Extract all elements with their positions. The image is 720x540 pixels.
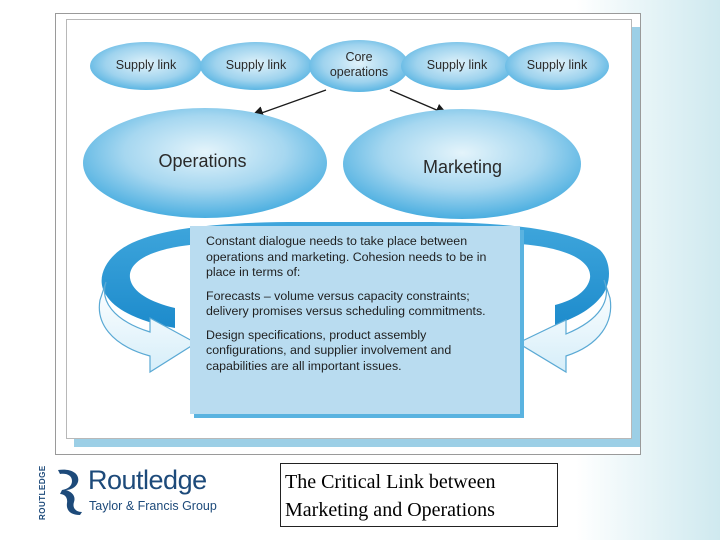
box-paragraph: Forecasts – volume versus capacity const… [206,288,486,319]
operations-label: Operations [158,151,247,171]
supply-link-ellipse [401,42,513,90]
arrow-core-to-operations [250,89,327,119]
caption-line-1: The Critical Link between [285,471,496,493]
box-paragraph: Design specifications, product assembly … [206,327,452,373]
marketing-ellipse [343,109,581,219]
supply-link-label: Supply link [526,58,588,72]
core-line-2: operations [329,65,389,79]
supply-link-label: Supply link [426,58,488,72]
supply-link-ellipse [505,42,609,90]
core-operations-ellipse [309,40,409,92]
cohesion-text-box: Constant dialogue needs to take place be… [190,226,520,414]
routledge-r-icon [58,469,82,515]
core-line-1: Core [345,50,373,64]
logo-subtitle: Taylor & Francis Group [89,499,217,513]
logo-vertical-text: ROUTLEDGE [38,465,47,520]
left-cycle-arrow [98,281,198,374]
box-paragraph: Constant dialogue needs to take place be… [206,234,487,279]
arrow-core-to-marketing [389,89,449,116]
supply-link-ellipse [200,42,312,90]
logo-name: Routledge [88,465,207,495]
right-cycle-arrow [516,279,612,374]
supply-link-label: Supply link [225,58,287,72]
supply-link-label: Supply link [115,58,177,72]
operations-ellipse [83,108,327,218]
routledge-logo: ROUTLEDGE Routledge Taylor & Francis Gro… [38,462,238,522]
supply-link-ellipse [90,42,202,90]
core-operations-label: Core operations [319,50,399,80]
slide-caption: The Critical Link between Marketing and … [280,463,558,527]
caption-line-2: Marketing and Operations [285,499,495,521]
marketing-label: Marketing [422,157,503,177]
